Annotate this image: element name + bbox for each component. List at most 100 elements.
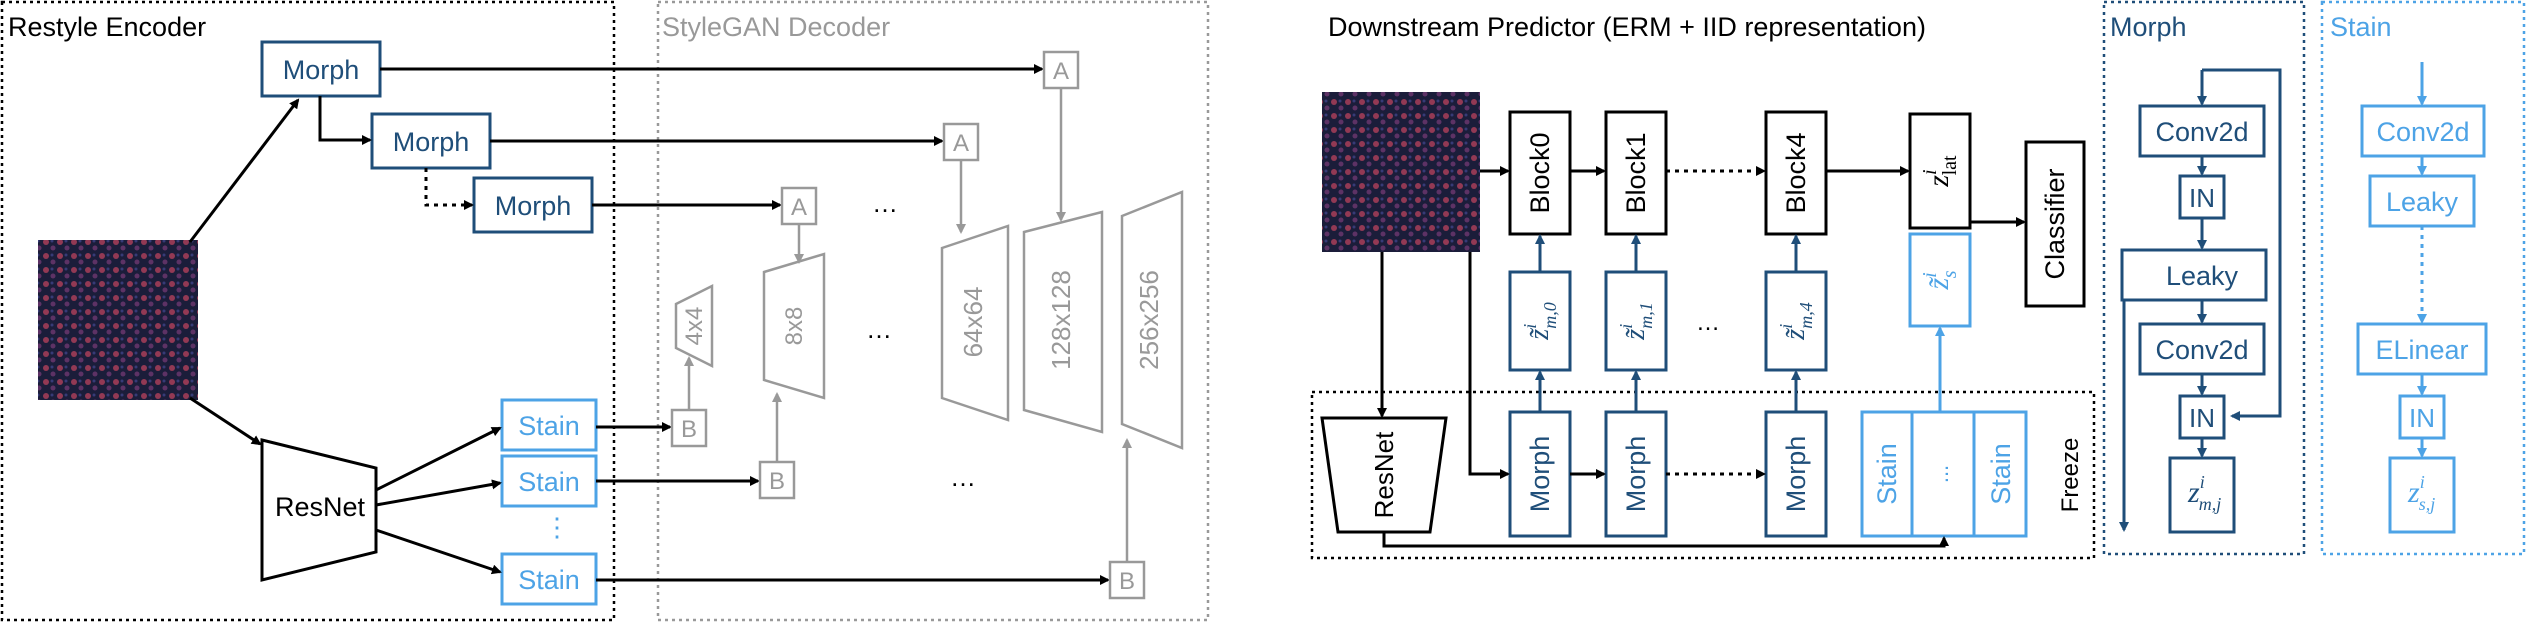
svg-text:Morph: Morph	[495, 191, 572, 221]
noise-block-2: B	[1108, 560, 1146, 600]
svg-text:256x256: 256x256	[1134, 270, 1164, 370]
affine-block-1: A	[942, 122, 980, 162]
predictor-block-0: Block0	[1508, 110, 1572, 236]
stain-conv2d: Conv2d	[2360, 104, 2486, 158]
svg-text:Morph: Morph	[393, 127, 470, 157]
decoder-ellipsis-top: …	[872, 188, 898, 218]
predictor-arrows	[1377, 166, 2026, 548]
encoder-morph-block-0: Morph	[260, 40, 382, 98]
encoder-stain-block-2: Stain	[500, 552, 598, 606]
affine-block-2: A	[780, 186, 818, 226]
svg-text:ELinear: ELinear	[2375, 335, 2468, 365]
predictor-input-image	[1322, 92, 1480, 252]
stylegan-decoder-title: StyleGAN Decoder	[662, 12, 890, 42]
svg-text:Leaky: Leaky	[2386, 187, 2459, 217]
synthesis-block-128x128: 128x128	[1022, 210, 1104, 434]
svg-text:Block4: Block4	[1781, 132, 1811, 213]
svg-text:ResNet: ResNet	[275, 492, 366, 522]
z-m-1-box: z̃im,1	[1604, 270, 1668, 372]
svg-text:Stain: Stain	[518, 467, 580, 497]
svg-text:64x64: 64x64	[958, 287, 988, 358]
restyle-encoder-title: Restyle Encoder	[8, 12, 206, 42]
svg-text:Leaky: Leaky	[2166, 261, 2239, 291]
svg-text:A: A	[1053, 58, 1069, 85]
z-lat-box: zilat	[1908, 112, 1972, 230]
predictor-morph-arrows	[1535, 234, 1801, 412]
svg-text:128x128: 128x128	[1046, 270, 1076, 370]
svg-text:z̃is: z̃is	[1919, 270, 1961, 290]
decoder-ellipsis-mid: …	[866, 314, 892, 344]
encoder-stain-block-1: Stain	[500, 454, 598, 508]
stain-leaky: Leaky	[2368, 174, 2476, 228]
svg-text:zilat: zilat	[1919, 155, 1961, 188]
z-m-0-box: z̃im,0	[1508, 270, 1572, 372]
encoder-morph-block-2: Morph	[472, 176, 594, 234]
svg-text:8x8: 8x8	[781, 307, 808, 346]
svg-text:zim,j: zim,j	[2187, 472, 2221, 514]
svg-text:Conv2d: Conv2d	[2155, 117, 2248, 147]
z-m-ellipsis: …	[1696, 309, 1720, 336]
svg-text:A: A	[791, 194, 807, 221]
encoder-stain-vdots: ⋮	[544, 512, 570, 542]
morph-conv2d-1: Conv2d	[2138, 322, 2266, 376]
svg-text:Morph: Morph	[283, 55, 360, 85]
stain-detail-panel: Stain	[2320, 0, 2526, 556]
synthesis-block-8x8: 8x8	[762, 252, 826, 400]
svg-text:Block0: Block0	[1525, 132, 1555, 213]
predictor-morph-block-4: Morph	[1764, 410, 1828, 538]
decoder-ellipsis-bottom: …	[950, 462, 976, 492]
svg-text:Conv2d: Conv2d	[2376, 117, 2469, 147]
stain-detail-title: Stain	[2330, 12, 2392, 42]
synthesis-block-256x256: 256x256	[1120, 190, 1184, 450]
svg-text:Conv2d: Conv2d	[2155, 335, 2248, 365]
svg-text:A: A	[953, 130, 969, 157]
svg-text:B: B	[681, 416, 697, 443]
encoder-arrows	[188, 64, 1110, 585]
morph-detail-title: Morph	[2110, 12, 2187, 42]
stylegan-decoder-panel: StyleGAN Decoder	[656, 0, 1210, 622]
z-m-4-box: z̃im,4	[1764, 270, 1828, 372]
morph-in-1: IN	[2178, 394, 2226, 440]
svg-text:B: B	[769, 468, 785, 495]
stain-elinear: ELinear	[2356, 322, 2488, 376]
encoder-resnet: ResNet	[260, 438, 378, 582]
synthesis-block-64x64: 64x64	[940, 224, 1010, 422]
svg-text:zis,j: zis,j	[2407, 472, 2435, 514]
input-cell-image	[38, 240, 198, 400]
noise-block-1: B	[758, 460, 796, 500]
svg-text:z̃im,0: z̃im,0	[1520, 302, 1560, 340]
z-s-box: z̃is	[1908, 232, 1972, 328]
morph-leaky: Leaky	[2120, 248, 2268, 302]
morph-conv2d-0: Conv2d	[2138, 104, 2266, 158]
encoder-morph-block-1: Morph	[370, 112, 492, 170]
restyle-encoder-panel: Restyle Encoder	[0, 0, 616, 622]
predictor-block-1: Block1	[1604, 110, 1668, 236]
affine-block-0: A	[1042, 50, 1080, 90]
predictor-stain-stack: Stain ... Stain	[1860, 410, 2028, 538]
svg-text:Morph: Morph	[1781, 436, 1811, 513]
svg-text:IN: IN	[2409, 403, 2435, 433]
svg-text:Morph: Morph	[1621, 436, 1651, 513]
svg-text:z̃im,1: z̃im,1	[1616, 302, 1656, 340]
svg-text:Block1: Block1	[1621, 132, 1651, 213]
svg-text:Stain: Stain	[518, 565, 580, 595]
svg-text:IN: IN	[2189, 403, 2215, 433]
decoder-arrows	[684, 88, 1132, 562]
svg-text:IN: IN	[2189, 183, 2215, 213]
svg-text:B: B	[1119, 568, 1135, 595]
svg-text:Classifier: Classifier	[2040, 168, 2070, 279]
stain-in: IN	[2398, 394, 2446, 440]
predictor-block-4: Block4	[1764, 110, 1828, 236]
classifier-box: Classifier	[2024, 140, 2086, 308]
svg-text:Stain: Stain	[518, 411, 580, 441]
predictor-stain-block-1: Stain	[1986, 443, 2016, 505]
predictor-stain-ellipsis: ...	[1928, 465, 1953, 483]
downstream-predictor-title: Downstream Predictor (ERM + IID represen…	[1328, 12, 1926, 42]
predictor-morph-block-1: Morph	[1604, 410, 1668, 538]
encoder-stain-block-0: Stain	[500, 398, 598, 452]
morph-detail-panel: Morph	[2102, 0, 2306, 556]
noise-block-0: B	[670, 408, 708, 448]
predictor-stain-block-0: Stain	[1872, 443, 1902, 505]
